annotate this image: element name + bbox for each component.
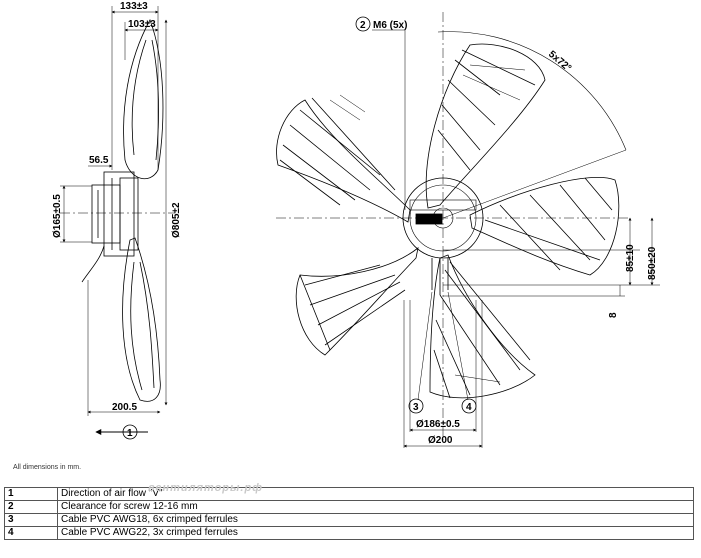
dim-depth: 103±3 xyxy=(128,19,156,30)
blade-left xyxy=(276,94,411,223)
dim-8: 8 xyxy=(608,312,619,318)
front-view-labels: 2 M6 (5x) 5x72° 85±10 850±20 8 3 4 Ø186±… xyxy=(360,20,658,446)
side-cable xyxy=(81,245,105,283)
side-blade-upper-inner xyxy=(131,39,159,161)
side-motor xyxy=(103,171,135,257)
side-blade-lower xyxy=(122,237,161,402)
legend-text: Cable PVC AWG22, 3x crimped ferrules xyxy=(57,526,694,540)
legend-number: 4 xyxy=(4,526,58,540)
side-view xyxy=(60,6,175,440)
callout-circle-2 xyxy=(355,16,371,32)
dim-total-depth: 133±3 xyxy=(120,1,148,12)
watermark: вентиляторы.рф xyxy=(148,482,263,494)
dim-850: 850±20 xyxy=(647,246,658,280)
side-blade-upper xyxy=(123,19,164,180)
callout-4: 4 xyxy=(466,402,472,413)
legend-row: 3 Cable PVC AWG18, 6x crimped ferrules xyxy=(4,513,694,527)
legend-number: 2 xyxy=(4,500,58,514)
legend-row: 1 Direction of air flow "V" xyxy=(4,487,694,501)
callout-2: 2 xyxy=(360,20,366,31)
angle-arc xyxy=(437,31,627,151)
blade-right xyxy=(469,177,620,276)
dim-85: 85±10 xyxy=(625,244,636,272)
callout-circle-4 xyxy=(461,398,477,414)
dim-hub-diameter: Ø165±0.5 xyxy=(52,194,63,238)
side-hub xyxy=(91,184,121,244)
front-view xyxy=(276,12,660,448)
legend-row: 4 Cable PVC AWG22, 3x crimped ferrules xyxy=(4,526,694,540)
dim-186: Ø186±0.5 xyxy=(416,419,460,430)
side-rotor xyxy=(119,177,139,251)
legend-text: Cable PVC AWG18, 6x crimped ferrules xyxy=(57,513,694,527)
dimensions-note: All dimensions in mm. xyxy=(13,464,82,471)
blade-bottom-left xyxy=(295,247,419,356)
dim-200: Ø200 xyxy=(428,435,453,446)
callout-3: 3 xyxy=(413,402,419,413)
side-view-labels: 133±3 103±3 56.5 Ø165±0.5 Ø805±2 200.5 1 xyxy=(52,1,182,439)
blade-top xyxy=(425,43,546,209)
blade-bottom-right xyxy=(429,254,536,399)
hub-label-block xyxy=(415,213,443,225)
technical-drawing: 133±3 103±3 56.5 Ø165±0.5 Ø805±2 200.5 1 xyxy=(52,1,660,448)
dim-fan-diameter: Ø805±2 xyxy=(171,202,182,238)
callout-circle-3 xyxy=(408,398,424,414)
legend-number: 1 xyxy=(4,487,58,501)
legend-table: 1 Direction of air flow "V" 2 Clearance … xyxy=(4,487,694,540)
callout-1: 1 xyxy=(127,428,133,439)
dim-bottom: 200.5 xyxy=(112,402,137,413)
side-blade-lower-inner xyxy=(130,261,155,391)
legend-number: 3 xyxy=(4,513,58,527)
callout-2-label: M6 (5x) xyxy=(373,20,407,31)
legend-row: 2 Clearance for screw 12-16 mm xyxy=(4,500,694,514)
legend-text: Clearance for screw 12-16 mm xyxy=(57,500,694,514)
angle-label: 5x72° xyxy=(546,49,573,74)
cable-gland xyxy=(431,258,449,295)
dim-hub-offset: 56.5 xyxy=(89,155,109,166)
